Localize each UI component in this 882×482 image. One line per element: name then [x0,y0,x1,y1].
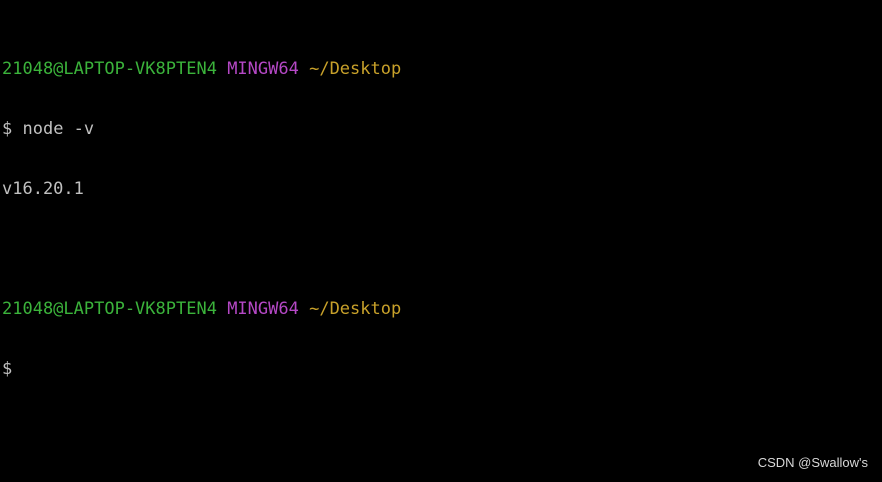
watermark: CSDN @Swallow's [757,455,868,470]
user-host: 21048@LAPTOP-VK8PTEN4 [2,299,217,319]
command-text: node -v [22,119,95,139]
current-path: ~/Desktop [309,59,402,79]
system-name: MINGW64 [227,299,299,319]
system-name: MINGW64 [227,59,299,79]
command-line-1: $ node -v [2,119,882,139]
output-line: v16.20.1 [2,179,882,199]
prompt-line-1: 21048@LAPTOP-VK8PTEN4 MINGW64 ~/Desktop [2,59,882,79]
user-host: 21048@LAPTOP-VK8PTEN4 [2,59,217,79]
command-line-2[interactable]: $ [2,359,882,379]
prompt-symbol: $ [2,359,13,379]
prompt-line-2: 21048@LAPTOP-VK8PTEN4 MINGW64 ~/Desktop [2,299,882,319]
command-output: v16.20.1 [2,179,84,199]
current-path: ~/Desktop [309,299,402,319]
prompt-symbol: $ [2,119,13,139]
blank-line [2,239,882,259]
